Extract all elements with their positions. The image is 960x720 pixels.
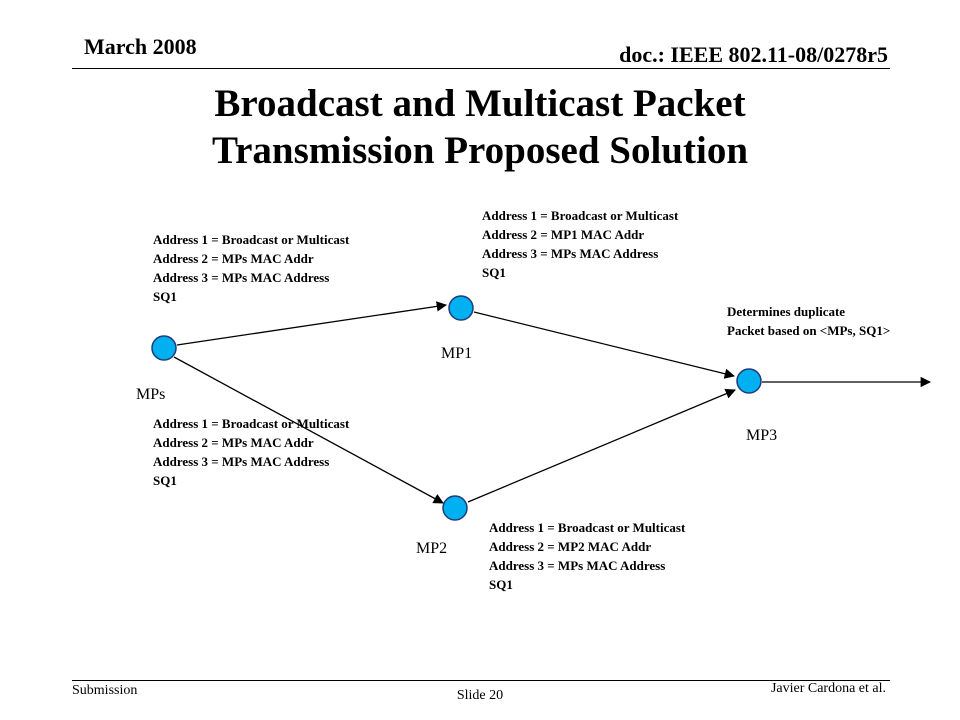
node-mp2: [442, 495, 468, 521]
slide-title: Broadcast and Multicast Packet Transmiss…: [0, 80, 960, 174]
label-mp1-to-mp3: Address 1 = Broadcast or Multicast Addre…: [482, 206, 678, 282]
node-mps: [151, 335, 177, 361]
label-line: Address 2 = MP2 MAC Addr: [489, 539, 652, 554]
footer-rule: [72, 680, 890, 681]
label-line: SQ1: [489, 577, 513, 592]
footer-slide-number: Slide 20: [456, 688, 504, 703]
label-line: Address 2 = MPs MAC Addr: [153, 435, 314, 450]
edge-mp1-mp3: [473, 311, 736, 379]
header-date: March 2008: [84, 34, 197, 59]
label-line: Address 1 = Broadcast or Multicast: [153, 232, 350, 247]
edge-mp2-mp3: [467, 388, 736, 503]
label-mps-to-mp2: Address 1 = Broadcast or Multicast Addre…: [153, 414, 349, 490]
label-line: SQ1: [482, 265, 506, 280]
label-line: Address 3 = MPs MAC Address: [153, 270, 330, 285]
node-label-mp3: MP3: [746, 427, 778, 444]
node-label-mp1: MP1: [441, 345, 473, 362]
label-line: SQ1: [153, 289, 177, 304]
label-line: Address 3 = MPs MAC Address: [153, 454, 330, 469]
label-line: Address 1 = Broadcast or Multicast: [153, 416, 350, 431]
label-line: Address 3 = MPs MAC Address: [489, 558, 666, 573]
note-line: Determines duplicate: [727, 304, 846, 319]
edge-mps-mp2: [173, 356, 444, 504]
node-mp3: [736, 368, 762, 394]
note-line: Packet based on <MPs, SQ1>: [727, 323, 891, 338]
node-label-mp2: MP2: [416, 540, 448, 557]
footer-submission: Submission: [72, 683, 138, 698]
slide-title-line-1: Broadcast and Multicast Packet: [214, 82, 746, 125]
node-label-mps: MPs: [136, 386, 166, 403]
label-mps-to-mp1: Address 1 = Broadcast or Multicast Addre…: [153, 230, 349, 306]
header-rule: [72, 68, 890, 69]
node-mp1: [448, 295, 474, 321]
label-line: Address 3 = MPs MAC Address: [482, 246, 659, 261]
footer-author: Javier Cardona et al.: [770, 681, 886, 696]
label-line: Address 1 = Broadcast or Multicast: [482, 208, 679, 223]
label-line: Address 2 = MP1 MAC Addr: [482, 227, 645, 242]
label-mp2-to-mp3: Address 1 = Broadcast or Multicast Addre…: [489, 518, 685, 594]
label-line: SQ1: [153, 473, 177, 488]
label-line: Address 2 = MPs MAC Addr: [153, 251, 314, 266]
label-line: Address 1 = Broadcast or Multicast: [489, 520, 686, 535]
duplicate-note: Determines duplicate Packet based on <MP…: [727, 302, 890, 340]
header-doc-id: doc.: IEEE 802.11-08/0278r5: [619, 42, 888, 67]
edge-mps-mp1: [176, 301, 448, 346]
slide-title-line-2: Transmission Proposed Solution: [211, 129, 749, 172]
